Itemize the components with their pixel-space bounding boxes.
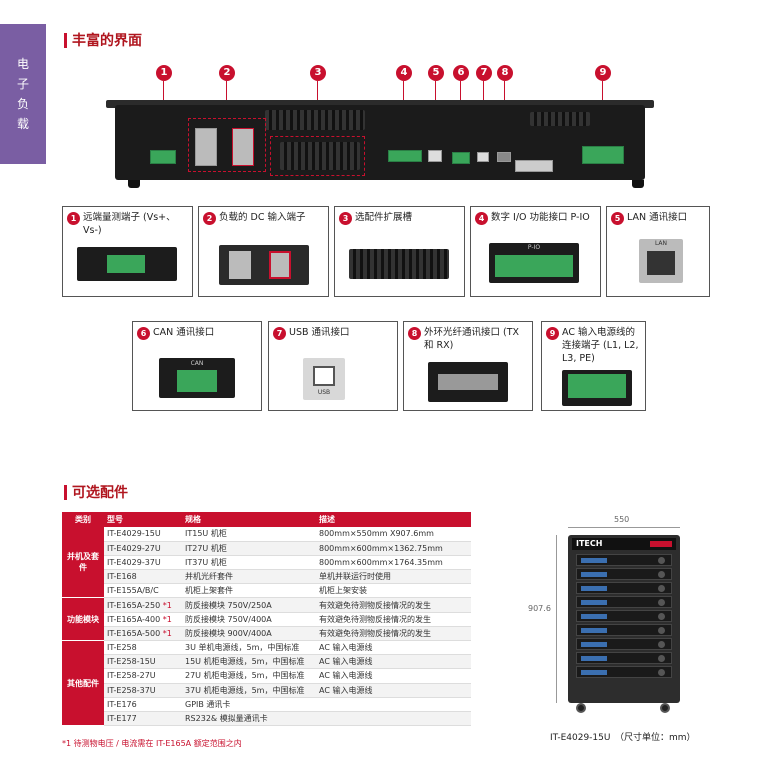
table-row: IT-E155A/B/C 机柜上架套件 机柜上架安装 (62, 583, 471, 599)
table-row: IT-E168 并机光纤套件 单机并联运行时使用 (62, 569, 471, 585)
table-header-row: 类别 型号 规格 描述 (62, 512, 471, 527)
device-foot (632, 180, 644, 188)
table-row: IT-E177 RS232& 模拟量通讯卡 (62, 711, 471, 727)
card-fiber: 8 外环光纤通讯接口 (TX 和 RX) (403, 321, 533, 411)
cabinet-wheel (576, 703, 586, 713)
table-footnote: *1 待测物电压 / 电流需在 IT-E165A 额定范围之内 (62, 739, 242, 748)
serial-label (515, 160, 553, 172)
expansion-slot (280, 142, 360, 170)
table-row: IT-E165A-400 *1 防反接模块 750V/400A 有效避免待测物反… (62, 612, 471, 627)
expansion-slot-highlight (270, 136, 365, 176)
card-lan: 5 LAN 通讯接口 LAN (606, 206, 710, 297)
device-foot (128, 180, 140, 188)
itech-logo: ITECH (576, 539, 603, 548)
callout-7: 7 (476, 65, 492, 81)
ac-input-terminal (582, 146, 624, 164)
dc-terminal-negative (195, 128, 217, 166)
cabinet-unit (576, 554, 672, 566)
table-row: 功能模块 IT-E165A-250 *1 防反接模块 750V/250A 有效避… (62, 597, 471, 641)
side-tab-text: 电 子 负 载 (16, 57, 29, 131)
cabinet-unit (576, 596, 672, 608)
device-top-lip (106, 100, 654, 108)
cabinet-unit (576, 624, 672, 636)
card-dc-input: 2 负载的 DC 输入端子 (198, 206, 329, 297)
category-side-tab: 电 子 负 载 (0, 24, 46, 164)
cabinet-unit (576, 582, 672, 594)
cabinet-unit (576, 610, 672, 622)
width-dimension-line (568, 527, 680, 528)
accessories-table: 类别 型号 规格 描述 并机及套件 IT-E4029-15U IT15U 机柜 … (62, 512, 471, 727)
card-sense-terminal: 1 远端量测端子 (Vs+、Vs-) (62, 206, 193, 297)
cabinet-status-indicator (650, 541, 672, 547)
cabinet-unit (576, 638, 672, 650)
vent-grille (265, 110, 365, 130)
callout-9: 9 (595, 65, 611, 81)
height-dimension-line (556, 535, 557, 703)
height-dimension-label: 907.6 (528, 604, 551, 613)
vent-grille (530, 112, 590, 126)
card-pio: 4 数字 I/O 功能接口 P-IO P-IO (470, 206, 601, 297)
callout-3: 3 (310, 65, 326, 81)
table-row: IT-E258-27U 27U 机柜电源线，5m，中国标准 AC 输入电源线 (62, 668, 471, 684)
card-can: 6 CAN 通讯接口 CAN (132, 321, 262, 411)
table-row: IT-E165A-500 *1 防反接模块 900V/400A 有效避免待测物反… (62, 626, 471, 642)
header-spec: 规格 (182, 512, 316, 527)
table-row: 并机及套件 IT-E4029-15U IT15U 机柜 800mm×550mm … (62, 527, 471, 599)
cabinet-unit (576, 666, 672, 678)
callout-4: 4 (396, 65, 412, 81)
category-cell: 并机及套件 (62, 527, 104, 599)
section-title-interface: 丰富的界面 (64, 30, 142, 50)
header-desc: 描述 (316, 512, 471, 527)
callout-6: 6 (453, 65, 469, 81)
cabinet-wheel (660, 703, 670, 713)
header-category: 类别 (62, 512, 104, 527)
table-row: 其他配件 IT-E258 3U 单机电源线，5m，中国标准 AC 输入电源线 (62, 640, 471, 727)
cabinet-unit (576, 568, 672, 580)
cabinet-caption: IT-E4029-15U （尺寸单位：mm） (550, 733, 696, 743)
header-model: 型号 (104, 512, 182, 527)
table-row: IT-E176 GPIB 通讯卡 (62, 697, 471, 712)
usb-port (477, 152, 489, 162)
dc-terminal-positive (232, 128, 254, 166)
sense-terminal (150, 150, 176, 164)
section-title-options: 可选配件 (64, 482, 128, 502)
table-row: IT-E258-37U 37U 机柜电源线，5m，中国标准 AC 输入电源线 (62, 683, 471, 698)
table-row: IT-E258-15U 15U 机柜电源线，5m，中国标准 AC 输入电源线 (62, 654, 471, 670)
width-dimension-label: 550 (614, 515, 630, 524)
table-row: IT-E4029-27U IT27U 机柜 800mm×600mm×1362.7… (62, 541, 471, 556)
callout-1: 1 (156, 65, 172, 81)
callout-2: 2 (219, 65, 235, 81)
dc-terminal-highlight (188, 118, 266, 172)
fiber-port (497, 152, 511, 162)
pio-terminal (388, 150, 422, 162)
card-usb: 7 USB 通讯接口 USB (268, 321, 398, 411)
cabinet-unit (576, 652, 672, 664)
category-cell: 功能模块 (62, 597, 104, 641)
card-ac-input: 9 AC 输入电源线的连接端子 (L1, L2, L3, PE) (541, 321, 646, 411)
lan-port (428, 150, 442, 162)
can-terminal (452, 152, 470, 164)
table-row: IT-E4029-37U IT37U 机柜 800mm×600mm×1764.3… (62, 555, 471, 571)
callout-8: 8 (497, 65, 513, 81)
card-expansion-slot: 3 选配件扩展槽 (334, 206, 465, 297)
category-cell: 其他配件 (62, 640, 104, 727)
callout-5: 5 (428, 65, 444, 81)
